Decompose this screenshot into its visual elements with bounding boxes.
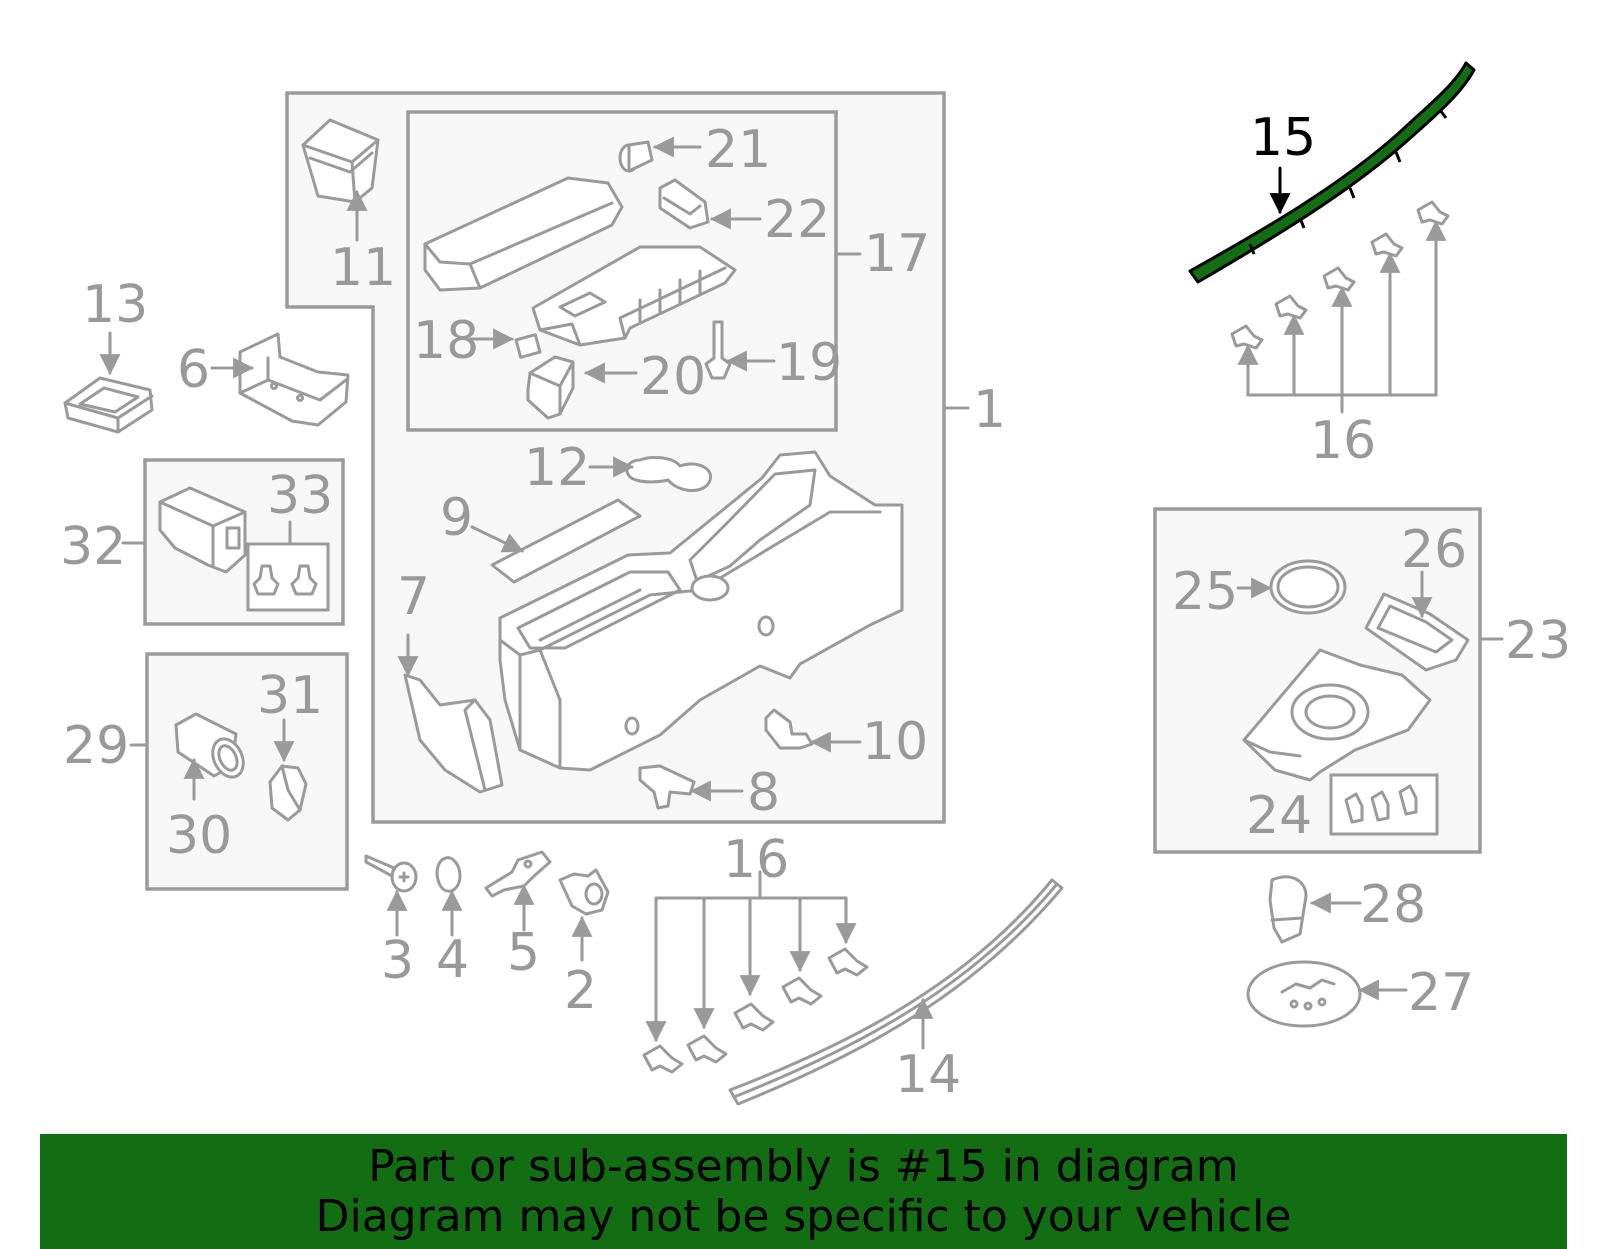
- outlet-cap-31: [268, 764, 308, 822]
- ashtray-13: [63, 376, 154, 434]
- callout-22: 22: [764, 190, 830, 250]
- callout-3: 3: [381, 931, 414, 991]
- trim-strip-14: [728, 878, 1064, 1106]
- callout-19: 19: [776, 333, 842, 393]
- clips-16-lower: [642, 947, 869, 1074]
- cup-holder-mat-12: [625, 456, 713, 492]
- console-mat-9: [490, 498, 642, 584]
- callout-6: 6: [177, 340, 210, 400]
- console-body: [498, 450, 904, 772]
- bracket-10: [764, 708, 814, 750]
- shifter-bezel-24: [1242, 648, 1432, 782]
- highlighted-trim-strip-15: [1188, 61, 1476, 284]
- tray-26: [1364, 592, 1470, 672]
- callout-5: 5: [507, 923, 540, 983]
- armrest-lid: [423, 176, 624, 292]
- callout-27: 27: [1408, 963, 1474, 1023]
- callout-29: 29: [63, 716, 129, 776]
- bezel-clips-24: [1344, 784, 1418, 824]
- switch-32: [158, 486, 247, 574]
- part-info-banner: Part or sub-assembly is #15 in diagram D…: [40, 1134, 1567, 1249]
- shift-pattern-plate-27: [1246, 960, 1362, 1028]
- callout-9: 9: [440, 488, 473, 548]
- callout-26: 26: [1401, 520, 1467, 580]
- callout-8: 8: [747, 763, 780, 823]
- callout-31: 31: [257, 666, 323, 726]
- callout-13: 13: [82, 275, 148, 335]
- callout-24: 24: [1246, 786, 1312, 846]
- clip-8: [638, 764, 696, 810]
- bracket-6: [238, 332, 350, 427]
- callout-17: 17: [864, 224, 930, 284]
- callout-23: 23: [1505, 611, 1571, 671]
- callout-21: 21: [705, 120, 771, 180]
- ring-25: [1269, 559, 1347, 615]
- callout-7: 7: [397, 567, 430, 627]
- callout-1: 1: [973, 380, 1006, 440]
- side-panel-7: [403, 673, 504, 794]
- callout-15: 15: [1250, 108, 1316, 168]
- nut-2: [558, 868, 610, 916]
- callout-11: 11: [330, 238, 396, 298]
- bumper-18: [514, 333, 542, 359]
- bracket-5: [484, 850, 552, 898]
- callout-16-upper: 16: [1310, 411, 1376, 471]
- fastener-3: [364, 854, 418, 893]
- callout-4: 4: [436, 930, 469, 990]
- clip-4: [435, 856, 462, 893]
- power-outlet-box: [145, 652, 349, 891]
- push-pin-21: [618, 140, 654, 173]
- callout-25: 25: [1172, 562, 1238, 622]
- callout-10: 10: [862, 712, 928, 772]
- callout-16-lower: 16: [723, 830, 789, 890]
- banner-line-2: Diagram may not be specific to your vehi…: [315, 1190, 1292, 1242]
- callout-14: 14: [895, 1045, 961, 1105]
- callout-18: 18: [413, 311, 479, 371]
- clips-16-upper: [1230, 200, 1450, 350]
- callout-32: 32: [60, 517, 126, 577]
- switch-knobs-33: [252, 564, 318, 596]
- callout-33: 33: [267, 466, 333, 526]
- latch-22: [658, 178, 710, 230]
- callout-12: 12: [524, 438, 590, 498]
- armrest-storage-bin: [531, 245, 737, 347]
- bracket-20: [526, 355, 575, 420]
- shift-knob-28: [1268, 875, 1308, 944]
- callout-28: 28: [1360, 875, 1426, 935]
- callout-2: 2: [564, 961, 597, 1021]
- banner-line-1: Part or sub-assembly is #15 in diagram: [368, 1140, 1239, 1192]
- stud-19: [704, 320, 732, 380]
- callout-30: 30: [166, 806, 232, 866]
- callout-20: 20: [640, 347, 706, 407]
